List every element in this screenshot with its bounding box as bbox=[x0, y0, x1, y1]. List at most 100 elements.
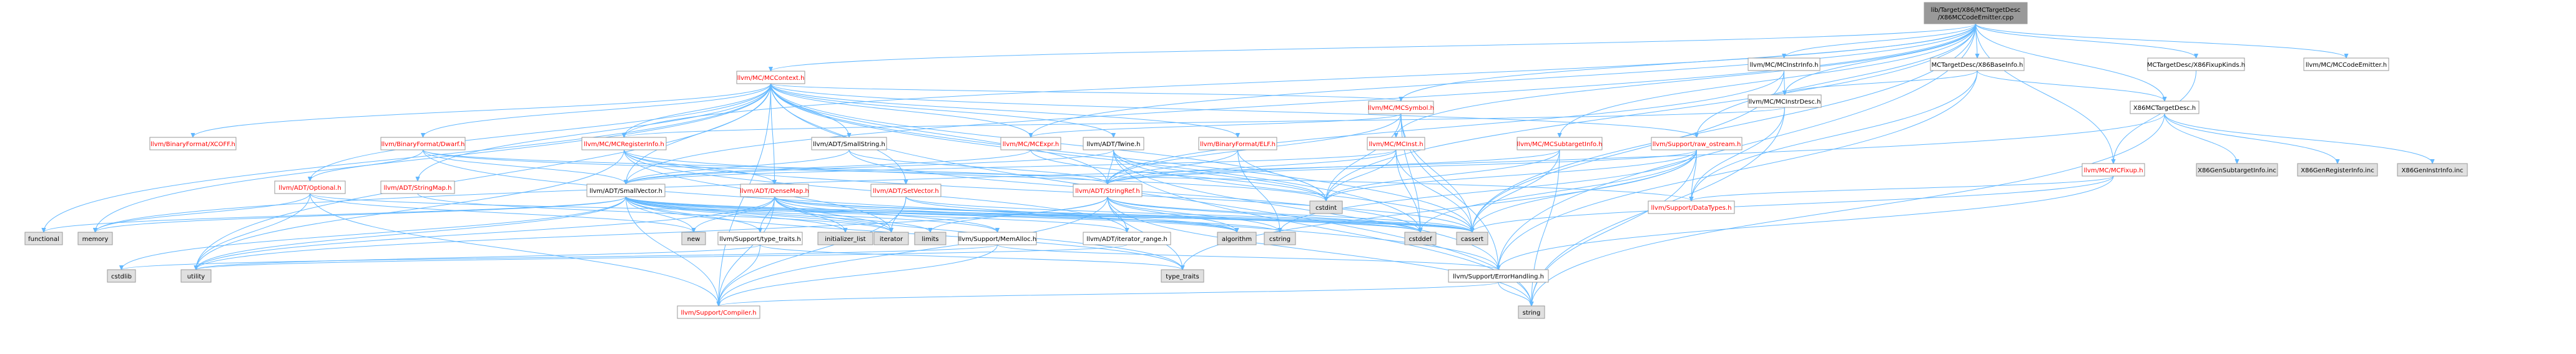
node-compiler[interactable]: llvm/Support/Compiler.h bbox=[677, 305, 760, 319]
node-setvector[interactable]: llvm/ADT/SetVector.h bbox=[870, 184, 941, 197]
node-utility: utility bbox=[180, 269, 212, 283]
node-algorithm-label: algorithm bbox=[1222, 236, 1252, 243]
node-mcsubtargetinfo-label: llvm/MC/MCSubtargetInfo.h bbox=[1517, 141, 1603, 148]
node-typetraits-box bbox=[717, 232, 803, 245]
edge-x86mctargetdesc-to-instrinc bbox=[2164, 113, 2432, 164]
node-mcinst[interactable]: llvm/MC/MCInst.h bbox=[1367, 137, 1425, 150]
edge-densemap-to-utility bbox=[196, 196, 775, 270]
edge-typetraits-to-compiler bbox=[719, 244, 760, 306]
node-iterrange[interactable]: llvm/ADT/iterator_range.h bbox=[1083, 232, 1171, 245]
edge-smallvector-to-typetraits bbox=[626, 196, 760, 232]
edge-root-to-mcexpr bbox=[1031, 23, 1976, 137]
edge-smallvector-to-iterrange bbox=[626, 196, 1128, 232]
node-mcfixup[interactable]: llvm/MC/MCFixup.h bbox=[2082, 163, 2145, 177]
node-datatypes[interactable]: llvm/Support/DataTypes.h bbox=[1648, 200, 1735, 214]
edge-x86fixupkinds-to-mcfixup bbox=[2113, 70, 2196, 164]
node-mcinstrdesc[interactable]: llvm/MC/MCInstrDesc.h bbox=[1748, 94, 1822, 108]
node-root-label: lib/Target/X86/MCTargetDesc bbox=[1931, 7, 2021, 14]
node-stringref[interactable]: llvm/ADT/StringRef.h bbox=[1073, 184, 1143, 197]
edge-twine-to-cassert bbox=[1113, 149, 1473, 232]
node-mcexpr-label: llvm/MC/MCExpr.h bbox=[1003, 141, 1059, 148]
edge-root-to-mccodeemitter bbox=[1975, 23, 2347, 58]
node-memalloc[interactable]: llvm/Support/MemAlloc.h bbox=[958, 232, 1037, 245]
node-twine[interactable]: llvm/ADT/Twine.h bbox=[1083, 137, 1144, 150]
node-initlist-label: initializer_list bbox=[825, 236, 866, 243]
node-twine-box bbox=[1083, 137, 1144, 150]
edge-root-to-mcinstrinfo bbox=[1784, 23, 1976, 58]
node-errorhandling[interactable]: llvm/Support/ErrorHandling.h bbox=[1448, 269, 1549, 283]
node-cassert-label: cassert bbox=[1461, 236, 1483, 243]
node-x86mctargetdesc[interactable]: X86MCTargetDesc.h bbox=[2130, 101, 2200, 114]
edge-errorhandling-to-compiler bbox=[719, 282, 1499, 306]
node-mcexpr[interactable]: llvm/MC/MCExpr.h bbox=[1000, 137, 1061, 150]
edge-stringref-to-compiler bbox=[719, 196, 1108, 306]
node-root[interactable]: lib/Target/X86/MCTargetDesc/X86MCCodeEmi… bbox=[1924, 2, 2028, 24]
node-limits: limits bbox=[914, 232, 946, 245]
node-algorithm-box bbox=[1217, 232, 1257, 245]
node-cassert-box bbox=[1456, 232, 1488, 245]
edge-x86mctargetdesc-to-registerinc bbox=[2164, 113, 2338, 164]
node-functional-label: functional bbox=[28, 236, 59, 243]
edge-mcsubtargetinfo-to-cstdint bbox=[1326, 149, 1560, 201]
edge-densemap-to-compiler bbox=[719, 196, 775, 306]
edge-stringref-to-cstring bbox=[1107, 196, 1280, 232]
node-smallstring[interactable]: llvm/ADT/SmallString.h bbox=[811, 137, 887, 150]
node-memalloc-box bbox=[958, 232, 1037, 245]
node-mcsubtargetinfo[interactable]: llvm/MC/MCSubtargetInfo.h bbox=[1517, 137, 1603, 150]
edge-mcinstrinfo-to-stringref bbox=[1108, 70, 1784, 184]
node-x86fixupkinds[interactable]: MCTargetDesc/X86FixupKinds.h bbox=[2147, 57, 2245, 71]
node-mccontext[interactable]: llvm/MC/MCContext.h bbox=[736, 71, 805, 84]
edge-memalloc-to-errorhandling bbox=[997, 244, 1499, 270]
node-subtargetinc: X86GenSubtargetInfo.inc bbox=[2196, 163, 2278, 177]
edge-mcsymbol-to-cstdint bbox=[1326, 113, 1402, 201]
edge-root-to-mcinstrdesc bbox=[1785, 23, 1976, 95]
node-mcinst-box bbox=[1367, 137, 1425, 150]
node-densemap-box bbox=[740, 184, 809, 197]
edge-stringref-to-iterrange bbox=[1107, 196, 1127, 232]
edge-densemap-to-memalloc bbox=[774, 196, 998, 232]
node-initlist-box bbox=[817, 232, 873, 245]
node-errorhandling-box bbox=[1448, 269, 1549, 283]
node-limits-label: limits bbox=[922, 236, 938, 243]
dependency-nodes: lib/Target/X86/MCTargetDesc/X86MCCodeEmi… bbox=[24, 2, 2468, 319]
node-smallvector[interactable]: llvm/ADT/SmallVector.h bbox=[586, 184, 666, 197]
edge-root-to-smallvector bbox=[626, 23, 1976, 184]
edge-mcinst-to-stringref bbox=[1108, 149, 1397, 184]
node-mcinstrinfo[interactable]: llvm/MC/MCInstrInfo.h bbox=[1748, 57, 1821, 71]
node-smallvector-label: llvm/ADT/SmallVector.h bbox=[589, 188, 662, 195]
edge-mcinstrdesc-to-mcregisterinfo bbox=[624, 107, 1785, 137]
node-twine-label: llvm/ADT/Twine.h bbox=[1086, 141, 1140, 148]
edge-dwarf-to-datatypes bbox=[423, 149, 1692, 201]
node-subtargetinc-label: X86GenSubtargetInfo.inc bbox=[2198, 167, 2276, 174]
node-cstdint: cstdint bbox=[1309, 200, 1343, 214]
node-rawostream[interactable]: llvm/Support/raw_ostream.h bbox=[1651, 137, 1743, 150]
node-mccodeemitter-box bbox=[2303, 57, 2389, 71]
node-elf[interactable]: llvm/BinaryFormat/ELF.h bbox=[1198, 137, 1277, 150]
node-optional[interactable]: llvm/ADT/Optional.h bbox=[274, 180, 346, 194]
edge-typetraits-to-utility bbox=[196, 244, 760, 270]
node-mcfixup-label: llvm/MC/MCFixup.h bbox=[2083, 167, 2143, 174]
edge-stringref-to-cassert bbox=[1107, 196, 1472, 232]
edge-smallvector-to-functional bbox=[44, 196, 626, 232]
node-mcregisterinfo[interactable]: llvm/MC/MCRegisterInfo.h bbox=[581, 137, 667, 150]
node-type_traits-label: type_traits bbox=[1166, 273, 1199, 280]
node-xcoff[interactable]: llvm/BinaryFormat/XCOFF.h bbox=[149, 137, 237, 150]
edge-smallvector-to-iterator bbox=[626, 196, 892, 232]
edge-densemap-to-iterator bbox=[774, 196, 892, 232]
node-dwarf[interactable]: llvm/BinaryFormat/Dwarf.h bbox=[380, 137, 466, 150]
node-iterator-label: iterator bbox=[880, 236, 903, 243]
node-typetraits[interactable]: llvm/Support/type_traits.h bbox=[717, 232, 803, 245]
edge-memalloc-to-cstdlib bbox=[122, 244, 998, 270]
edge-typetraits-to-type_traits bbox=[760, 244, 1183, 270]
node-new-box bbox=[681, 232, 706, 245]
edge-smallvector-to-compiler bbox=[626, 196, 719, 306]
node-mcsymbol[interactable]: llvm/MC/MCSymbol.h bbox=[1368, 101, 1434, 114]
node-subtargetinc-box bbox=[2196, 163, 2278, 177]
node-densemap-label: llvm/ADT/DenseMap.h bbox=[740, 188, 809, 195]
node-stringmap[interactable]: llvm/ADT/StringMap.h bbox=[380, 180, 455, 194]
node-x86baseinfo[interactable]: MCTargetDesc/X86BaseInfo.h bbox=[1930, 57, 2025, 71]
node-densemap[interactable]: llvm/ADT/DenseMap.h bbox=[740, 184, 809, 197]
node-mccodeemitter[interactable]: llvm/MC/MCCodeEmitter.h bbox=[2303, 57, 2389, 71]
node-type_traits: type_traits bbox=[1161, 269, 1204, 283]
